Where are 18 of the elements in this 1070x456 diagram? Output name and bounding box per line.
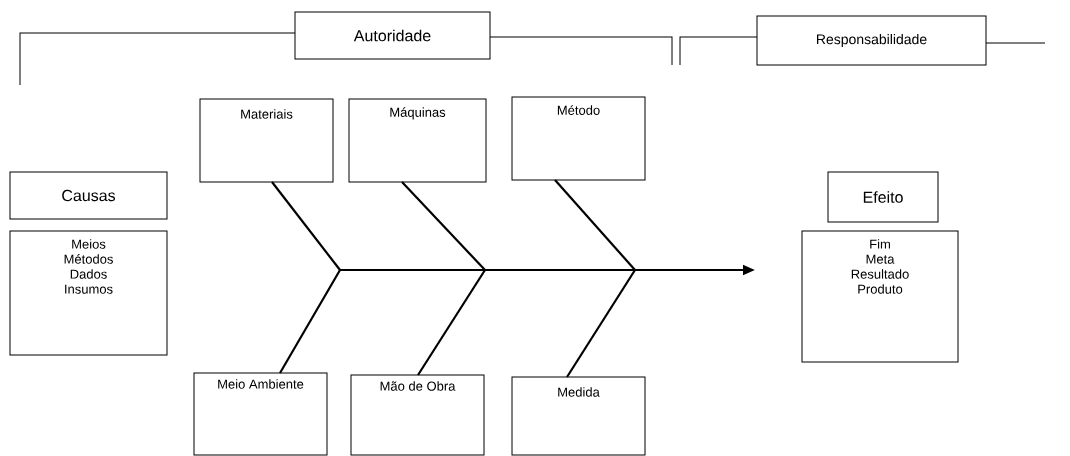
list-box: Meios Métodos Dados Insumos <box>9 230 168 356</box>
category-box: Máquinas <box>348 98 487 183</box>
category-box: Método <box>511 96 646 181</box>
category-box: Mão de Obra <box>350 374 485 456</box>
bone-line <box>401 181 486 271</box>
heading-box: Causas <box>9 171 168 220</box>
bone-line <box>279 269 341 374</box>
bone-line <box>417 269 486 376</box>
list-box: Fim Meta Resultado Produto <box>801 230 959 363</box>
bone-line <box>566 269 636 378</box>
bone-line <box>554 179 636 271</box>
category-box: Materiais <box>199 98 334 183</box>
heading-box: Autoridade <box>294 11 491 60</box>
heading-box: Efeito <box>827 171 939 223</box>
bone-line <box>271 181 341 271</box>
category-box: Medida <box>511 376 646 456</box>
category-box: Meio Ambiente <box>193 372 328 456</box>
heading-box: Responsabilidade <box>756 15 987 66</box>
